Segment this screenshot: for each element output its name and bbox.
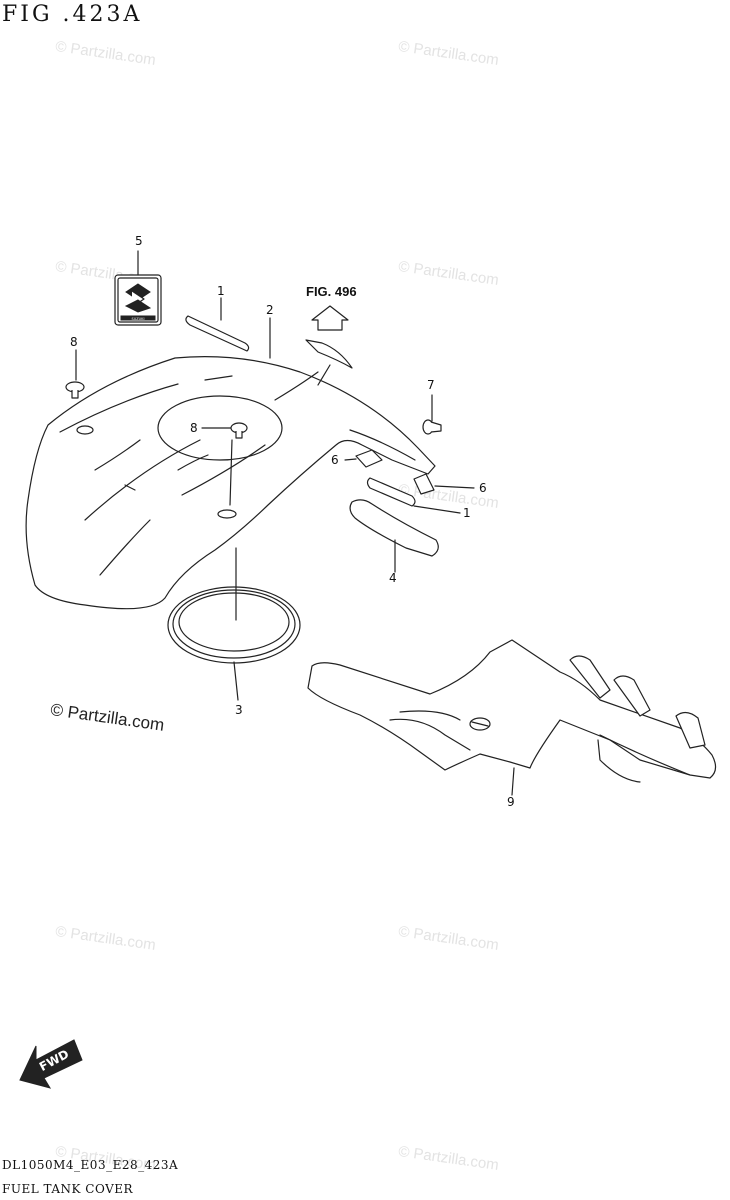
diagram-caption: FUEL TANK COVER <box>2 1182 134 1196</box>
callout-1: 1 <box>217 284 225 298</box>
callout-2: 2 <box>266 303 274 317</box>
part-6-pad-left <box>355 449 383 468</box>
callout-6: 6 <box>331 453 339 467</box>
part-6-pad-right <box>413 473 435 495</box>
callout-3: 3 <box>235 703 243 717</box>
callout-8: 8 <box>190 421 198 435</box>
part-9-bracket <box>307 639 717 783</box>
part-8-bolt-left <box>65 381 85 399</box>
part-4-trim <box>349 499 439 557</box>
callout-7: 7 <box>427 378 435 392</box>
callout-5: 5 <box>135 234 143 248</box>
cover-fin-piece <box>305 339 353 369</box>
fwd-arrow-icon: FWD <box>19 1039 83 1089</box>
callout-6: 6 <box>479 481 487 495</box>
emblem-label: SUZUKI <box>131 317 144 321</box>
callout-1: 1 <box>463 506 471 520</box>
part-7-screw <box>422 419 442 435</box>
diagram-code: DL1050M4_E03_E28_423A <box>2 1158 179 1172</box>
part-8-bolt-center <box>230 422 248 439</box>
reference-arrow-icon <box>311 305 349 331</box>
leader-lines <box>75 250 515 796</box>
callout-4: 4 <box>389 571 397 585</box>
figure-reference: FIG. 496 <box>306 284 357 299</box>
part-1-upper-trim <box>185 315 250 352</box>
callout-9: 9 <box>507 795 515 809</box>
part-1-lower-trim <box>366 477 416 507</box>
callout-8: 8 <box>70 335 78 349</box>
figure-title: FIG .423A <box>2 2 143 27</box>
part-3-seal-ring <box>167 586 301 664</box>
part-5-emblem: SUZUKI <box>114 274 162 326</box>
